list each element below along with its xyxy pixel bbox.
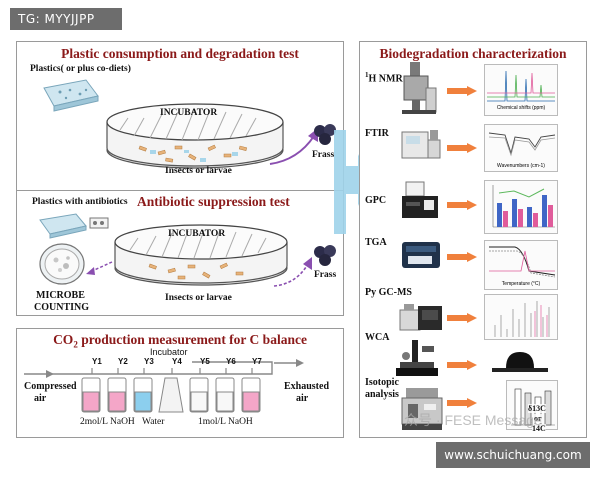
- nmr-arrow: [447, 86, 477, 96]
- iso-label-3: 14C: [532, 424, 546, 433]
- pygcms-instrument-icon: [399, 304, 442, 331]
- co2-bottle-train: [52, 361, 273, 413]
- co2-panel-title: CO2 production measurement for C balance: [53, 332, 307, 350]
- wca-droplet-thumbnail: [484, 346, 558, 376]
- microbe-arrow: [86, 261, 113, 275]
- nmr-spectrum-thumbnail: Chemical shifts (ppm): [484, 64, 558, 116]
- exhausted-air-label-2: air: [296, 393, 309, 404]
- ftir-xlabel: Wavenumbers (cm-1): [497, 163, 545, 169]
- antibiotic-frass-arrow: [273, 257, 312, 287]
- naoh-right-label: 1mol/L NaOH: [198, 417, 253, 427]
- compressed-air-arrow: [24, 370, 54, 378]
- method-isotopic-label-2: analysis: [365, 389, 399, 400]
- antibiotic-frass-label: Frass: [314, 270, 337, 280]
- plastic-incubator-label: INCUBATOR: [160, 108, 218, 118]
- gpc-instrument-icon: [402, 181, 438, 218]
- isotopic-arrow: [447, 398, 477, 408]
- exhausted-air-label-1: Exhausted: [284, 381, 330, 392]
- naoh-left-label: 2mol/L NaOH: [80, 417, 135, 427]
- ftir-instrument-icon: [401, 130, 441, 159]
- antibiotic-film-icon: [39, 213, 109, 239]
- pygcms-chromatogram-thumbnail: [484, 294, 558, 340]
- antibiotics-label: Plastics with antibiotics: [32, 197, 128, 207]
- method-pygcms-label: Py GC-MS: [365, 287, 412, 298]
- gpc-arrow: [447, 200, 477, 210]
- compressed-air-label-2: air: [34, 393, 47, 404]
- plastic-film-icon: [43, 79, 99, 112]
- co2-incubator-label: Incubator: [150, 347, 188, 357]
- characterization-title: Biodegradation characterization: [379, 46, 567, 61]
- bottle-y6: Y6: [226, 357, 236, 366]
- antibiotic-incubator-label: INCUBATOR: [168, 229, 226, 239]
- bottle-y7: Y7: [252, 357, 262, 366]
- iso-label-1: δ13C: [528, 404, 546, 413]
- bottle-y1: Y1: [92, 357, 102, 366]
- exhausted-air-arrow: [274, 359, 304, 367]
- bottle-y3: Y3: [144, 357, 154, 366]
- flow-arrow-to-characterization: [334, 130, 370, 234]
- wca-arrow: [447, 360, 477, 370]
- plastics-label: Plastics( or plus co-diets): [30, 64, 131, 74]
- microbe-label-2: COUNTING: [34, 302, 90, 313]
- method-nmr-label: 1H NMR: [365, 71, 403, 85]
- plastic-panel-title: Plastic consumption and degradation test: [61, 46, 299, 61]
- water-label: Water: [142, 417, 165, 427]
- bottle-y2: Y2: [118, 357, 128, 366]
- antibiotic-panel-title: Antibiotic suppression test: [137, 194, 290, 209]
- petri-dish-icon: [39, 243, 85, 285]
- frass-pellets-icon: [314, 124, 336, 145]
- watermark-tag: TG: MYYJJPP: [10, 8, 122, 30]
- iso-label-2: or: [534, 414, 542, 423]
- method-isotopic-label: Isotopic: [365, 377, 399, 388]
- antibiotic-incubator-dish: [114, 224, 288, 286]
- pygcms-arrow: [447, 313, 477, 323]
- site-watermark: www.schuichuang.com: [436, 442, 590, 468]
- bottle-y4: Y4: [172, 357, 182, 366]
- gpc-bar-thumbnail: [484, 180, 558, 234]
- antibiotic-frass-icon: [314, 245, 336, 266]
- ftir-spectrum-thumbnail: Wavenumbers (cm-1): [484, 124, 558, 172]
- ftir-arrow: [447, 143, 477, 153]
- tga-xlabel: Temperature (°C): [501, 281, 541, 287]
- method-ftir-label: FTIR: [365, 128, 389, 139]
- co2-panel: CO2 production measurement for C balance: [16, 328, 344, 438]
- plastic-frass-label: Frass: [312, 150, 335, 160]
- compressed-air-label-1: Compressed: [24, 381, 77, 392]
- tga-instrument-icon: [402, 242, 440, 268]
- method-gpc-label: GPC: [365, 195, 387, 206]
- nmr-xlabel: Chemical shifts (ppm): [496, 105, 546, 111]
- bottle-y5: Y5: [200, 357, 210, 366]
- plastic-incubator-dish: [106, 103, 284, 169]
- wca-instrument-icon: [396, 340, 438, 376]
- method-wca-label: WCA: [365, 332, 390, 343]
- microbe-label-1: MICROBE: [36, 290, 85, 301]
- isotopic-instrument-icon: [401, 388, 443, 430]
- tga-arrow: [447, 252, 477, 262]
- faded-watermark: 众号 · FESE Message: [404, 412, 542, 428]
- nmr-instrument-icon: [402, 62, 437, 114]
- antibiotic-insects-label: Insects or larvae: [165, 293, 232, 303]
- plastic-insects-label: Insects or larvae: [165, 166, 232, 176]
- method-tga-label: TGA: [365, 237, 387, 248]
- tga-curve-thumbnail: Temperature (°C): [484, 240, 558, 290]
